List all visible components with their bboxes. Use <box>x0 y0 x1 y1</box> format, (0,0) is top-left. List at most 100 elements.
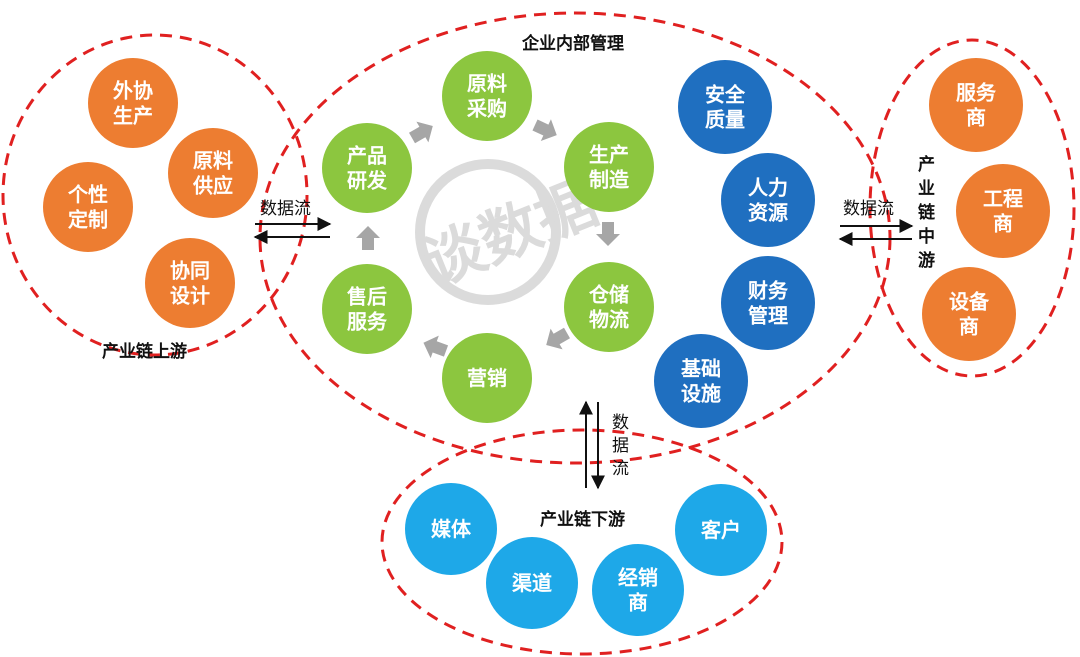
node-label: 供应 <box>192 174 233 198</box>
node-label: 采购 <box>467 97 507 121</box>
node-circle <box>929 58 1023 152</box>
cycle-arrow-2 <box>532 119 557 141</box>
node-label: 管理 <box>748 304 788 328</box>
node-label: 资源 <box>748 201 788 225</box>
midstream-title-char: 业 <box>918 179 935 199</box>
midstream-title-char: 产 <box>918 154 935 175</box>
flow-right: 数据流 <box>838 199 914 246</box>
node-circle <box>322 123 412 213</box>
node-label: 定制 <box>68 208 108 232</box>
midstream-title-char: 中 <box>918 226 935 247</box>
node-label: 质量 <box>705 108 745 132</box>
node-circle <box>405 483 497 575</box>
node-label: 渠道 <box>512 571 552 595</box>
node-circle <box>654 334 748 428</box>
node-circle <box>442 333 532 423</box>
node-label: 设计 <box>170 284 210 308</box>
node-circle <box>721 256 815 350</box>
node-yingxiao: 营销 <box>442 333 532 423</box>
node-label: 协同 <box>170 259 210 283</box>
node-label: 人力 <box>748 176 788 200</box>
flow-bottom-label-char: 据 <box>612 436 629 456</box>
flow-left: 数据流 <box>253 199 332 244</box>
node-circle <box>564 262 654 352</box>
node-label: 设备 <box>949 290 990 314</box>
node-label: 仓储 <box>588 283 629 307</box>
internal-title: 企业内部管理 <box>521 33 624 54</box>
node-label: 商 <box>628 591 648 615</box>
upstream-title: 产业链上游 <box>102 341 187 362</box>
node-circle <box>145 238 235 328</box>
downstream-ellipse <box>380 428 784 656</box>
node-label: 生产 <box>113 104 153 128</box>
node-circle <box>564 122 654 212</box>
cycle-arrow-3 <box>596 222 620 246</box>
node-label: 制造 <box>589 168 630 192</box>
watermark-ring <box>415 159 561 305</box>
node-meiti: 媒体 <box>405 483 497 575</box>
node-label: 原料 <box>467 72 507 96</box>
node-label: 生产 <box>589 143 629 167</box>
node-label: 服务 <box>956 81 997 105</box>
node-label: 产品 <box>347 144 387 168</box>
flow-right-label: 数据流 <box>843 199 894 219</box>
node-gongcheng: 工程商 <box>956 164 1050 258</box>
midstream-ellipse <box>868 38 1076 378</box>
node-circle <box>43 162 133 252</box>
node-label: 外协 <box>113 79 153 103</box>
upstream-ellipse <box>1 33 309 357</box>
flow-bottom-label-char: 数 <box>612 413 629 433</box>
node-fuwu: 服务商 <box>929 58 1023 152</box>
cycle-arrow-1 <box>409 121 433 144</box>
node-circle <box>675 484 767 576</box>
node-label: 经销 <box>618 566 658 590</box>
node-label: 工程 <box>983 187 1023 211</box>
node-shebei: 设备商 <box>922 267 1016 361</box>
node-circle <box>168 128 258 218</box>
node-label: 设施 <box>681 382 721 406</box>
node-circle <box>922 267 1016 361</box>
downstream-title: 产业链下游 <box>540 509 625 530</box>
node-jingxiao: 经销商 <box>592 544 684 636</box>
node-circle <box>88 58 178 148</box>
node-label: 商 <box>959 315 979 339</box>
midstream-title-char: 链 <box>918 202 936 223</box>
node-label: 安全 <box>705 83 746 107</box>
cycle-arrow-5 <box>423 335 449 359</box>
node-circle <box>721 153 815 247</box>
node-label: 商 <box>993 212 1013 236</box>
flow-bottom-label-char: 流 <box>612 459 629 479</box>
node-circle <box>486 537 578 629</box>
cycle-arrow-6 <box>356 226 380 250</box>
flow-bottom: 数据流 <box>579 400 629 490</box>
node-label: 个性 <box>67 183 108 207</box>
flow-bottom-label: 数据流 <box>612 413 629 479</box>
node-label: 营销 <box>467 366 507 390</box>
node-circle <box>322 264 412 354</box>
node-circle <box>678 60 772 154</box>
node-label: 媒体 <box>431 517 472 541</box>
nodes-layer: 外协生产原料供应个性定制协同设计原料采购产品研发生产制造售后服务仓储物流营销安全… <box>43 51 1050 636</box>
node-kehu: 客户 <box>675 484 767 576</box>
node-label: 原料 <box>193 149 233 173</box>
node-label: 商 <box>966 106 986 130</box>
node-label: 研发 <box>347 169 388 193</box>
cycle-arrow-4 <box>546 327 570 350</box>
midstream-title-char: 游 <box>918 250 935 271</box>
node-label: 物流 <box>589 308 629 332</box>
node-circle <box>592 544 684 636</box>
cycle-arrows <box>356 119 620 359</box>
node-label: 服务 <box>347 310 388 334</box>
node-label: 财务 <box>748 279 789 303</box>
